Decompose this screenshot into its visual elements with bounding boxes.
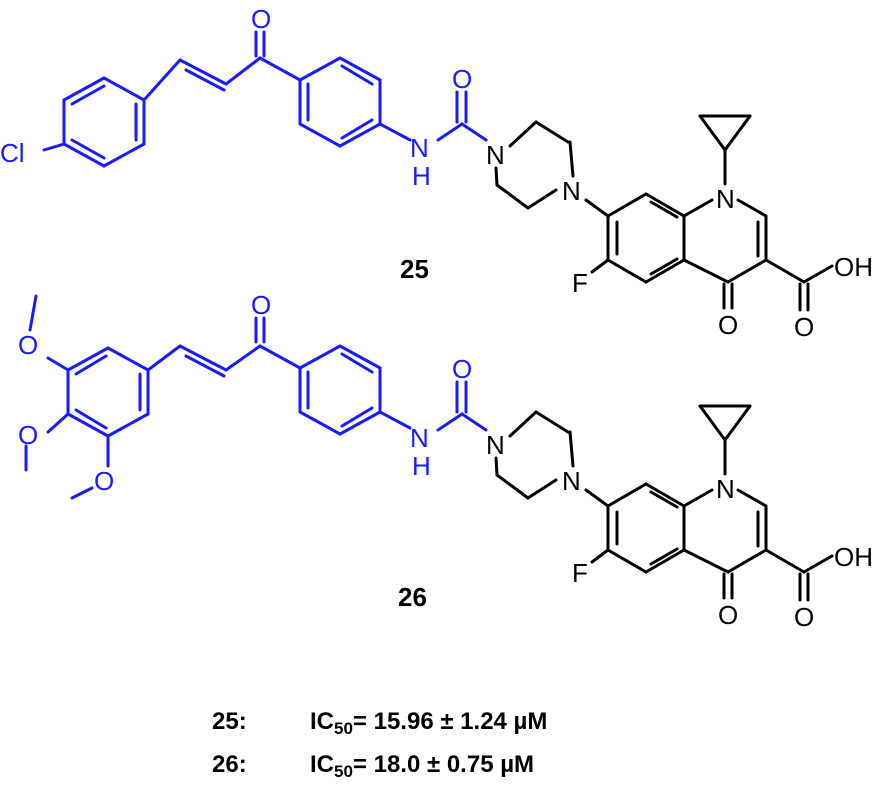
ketone-oxygen-25: O	[718, 310, 738, 340]
quinolone-nitrogen-26: N	[716, 474, 735, 504]
compound-label-26: 26	[398, 582, 427, 612]
results-row-25: 25: IC50= 15.96 ± 1.24 µM	[212, 708, 547, 738]
piperazine-nitrogen-b-26: N	[562, 466, 581, 496]
result-id-25: 25:	[212, 708, 247, 735]
amide-nitrogen-26: N	[410, 423, 429, 453]
urea-oxygen-25: O	[452, 64, 472, 94]
carboxyl-oxygen-25: O	[794, 312, 814, 342]
fluorine-atom-25: F	[572, 268, 588, 298]
methoxy-oxygen-mid-26: O	[18, 420, 38, 450]
carboxyl-oxygen-26: O	[794, 602, 814, 632]
enone-oxygen-25: O	[251, 4, 271, 34]
amide-hydrogen-26: H	[412, 451, 431, 481]
amide-hydrogen-25: H	[412, 161, 431, 191]
result-value-26: IC50= 18.0 ± 0.75 µM	[310, 751, 534, 781]
enone-oxygen-26: O	[251, 290, 271, 320]
hydroxyl-group-25: OH	[834, 252, 873, 282]
methoxy-oxygen-top-26: O	[18, 330, 38, 360]
results-row-26: 26: IC50= 18.0 ± 0.75 µM	[212, 751, 534, 781]
fluorine-atom-26: F	[572, 558, 588, 588]
result-value-25: IC50= 15.96 ± 1.24 µM	[310, 708, 547, 738]
piperazine-nitrogen-b-25: N	[562, 176, 581, 206]
compound-25-structure	[42, 30, 834, 312]
chlorine-atom-25: Cl	[0, 138, 25, 168]
compound-label-25: 25	[400, 254, 429, 284]
piperazine-nitrogen-a-26: N	[486, 430, 505, 460]
compound-26-structure	[24, 294, 834, 602]
urea-oxygen-26: O	[452, 354, 472, 384]
quinolone-nitrogen-25: N	[716, 184, 735, 214]
result-id-26: 26:	[212, 751, 247, 778]
ketone-oxygen-26: O	[718, 600, 738, 630]
methoxy-oxygen-bottom-26: O	[94, 466, 114, 496]
piperazine-nitrogen-a-25: N	[486, 140, 505, 170]
amide-nitrogen-25: N	[410, 133, 429, 163]
hydroxyl-group-26: OH	[834, 542, 873, 572]
